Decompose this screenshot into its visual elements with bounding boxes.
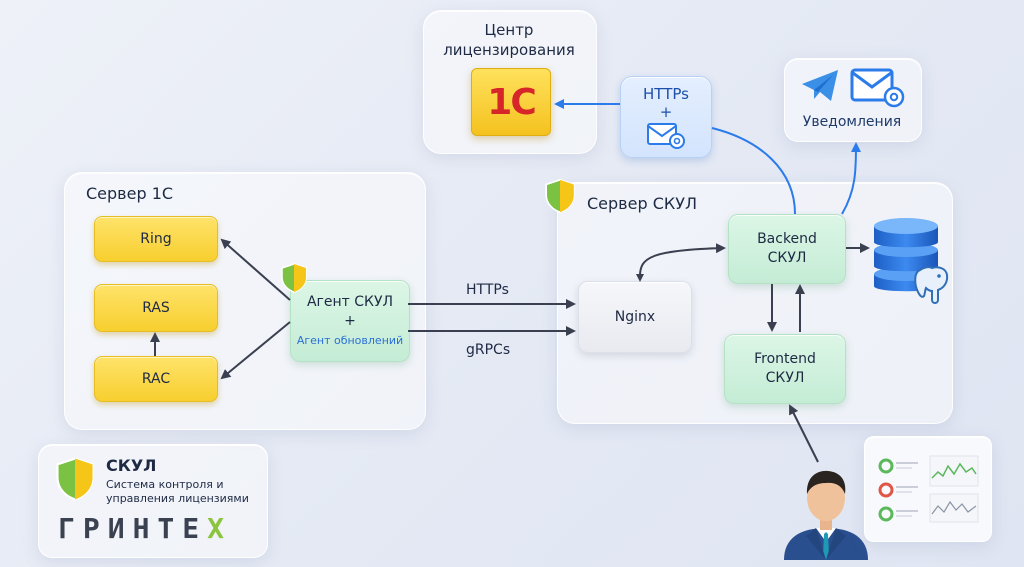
rac-label: RAC xyxy=(141,370,171,387)
skul-server-title: Сервер СКУЛ xyxy=(587,194,697,213)
mail-icon xyxy=(647,123,685,149)
server-1c-title: Сервер 1С xyxy=(86,184,174,203)
channel-https-label: HTTPs xyxy=(643,85,689,103)
grpc-link-label: gRPCs xyxy=(466,342,511,358)
arrow-user-to-frontend xyxy=(789,404,819,463)
channel-plus-label: + xyxy=(659,103,673,121)
shield-icon xyxy=(281,263,307,293)
arrow-agent-to-ring xyxy=(220,238,291,301)
rac-node: RAC xyxy=(94,356,218,402)
https-mail-channel: HTTPs + xyxy=(620,76,712,158)
brand-tagline-1: Система контроля и xyxy=(106,478,224,491)
nginx-label: Nginx xyxy=(614,308,656,325)
arrow-backend-to-channel xyxy=(711,127,796,215)
1c-logo-text: 1С xyxy=(487,81,536,123)
backend-label-1: Backend xyxy=(757,231,817,247)
arrow-nginx-backend xyxy=(639,243,726,277)
mail-icon xyxy=(850,68,905,108)
ras-node: RAS xyxy=(94,284,218,332)
dashboard-preview-graphic xyxy=(878,455,979,523)
company-mark: Х xyxy=(207,512,233,545)
notifications-label: Уведомления xyxy=(802,114,902,130)
brand-name: СКУЛ xyxy=(106,456,157,475)
ring-label: Ring xyxy=(140,230,172,247)
frontend-label-1: Frontend xyxy=(754,351,816,367)
licensing-center-title: Центр лицензирования xyxy=(443,21,575,59)
1c-logo: 1С xyxy=(471,68,551,136)
skul-agent-node: Агент СКУЛ + Агент обновлений xyxy=(290,280,410,362)
https-link-label: HTTPs xyxy=(466,282,509,298)
company-wordmark: ГРИНТЕХ xyxy=(58,512,232,545)
frontend-label-2: СКУЛ xyxy=(765,370,805,386)
dashboard-preview xyxy=(864,436,992,542)
agent-title: Агент СКУЛ xyxy=(306,293,394,310)
postgres-elephant-icon xyxy=(914,266,949,304)
telegram-icon xyxy=(802,70,838,101)
brand-tagline-2: управления лицензиями xyxy=(106,492,249,505)
arrowhead-nginx xyxy=(636,274,644,282)
company-name: ГРИНТЕ xyxy=(58,512,208,545)
update-agent-label: Агент обновлений xyxy=(296,333,404,347)
arrow-agent-to-rac xyxy=(220,321,291,380)
frontend-node: Frontend СКУЛ xyxy=(724,334,846,404)
user-avatar-icon xyxy=(784,470,868,560)
ring-node: Ring xyxy=(94,216,218,262)
nginx-node: Nginx xyxy=(578,281,692,353)
shield-icon xyxy=(56,457,94,501)
shield-icon xyxy=(545,178,575,214)
ras-label: RAS xyxy=(142,299,170,316)
backend-label-2: СКУЛ xyxy=(767,250,807,266)
arrow-backend-to-notifications xyxy=(841,142,861,215)
backend-node: Backend СКУЛ xyxy=(728,214,846,284)
agent-plus: + xyxy=(344,312,356,329)
